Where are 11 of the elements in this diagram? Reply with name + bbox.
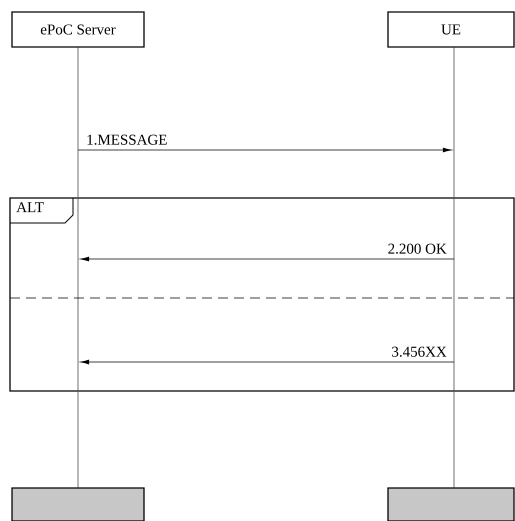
message-arrow (78, 148, 452, 152)
alt-tag: ALT (10, 198, 74, 224)
message-arrow (80, 256, 454, 262)
lifeline-head-box: UE (387, 11, 515, 48)
message-label: 1.MESSAGE (88, 134, 167, 145)
lifeline-head-box: ePoC Server (11, 11, 145, 48)
lifeline-end-box (387, 487, 515, 521)
message-label: 2.200 OK (388, 244, 447, 254)
message-label: 3.456XX (392, 346, 447, 357)
message-arrow (80, 360, 454, 364)
lifeline-end-box (11, 487, 145, 521)
